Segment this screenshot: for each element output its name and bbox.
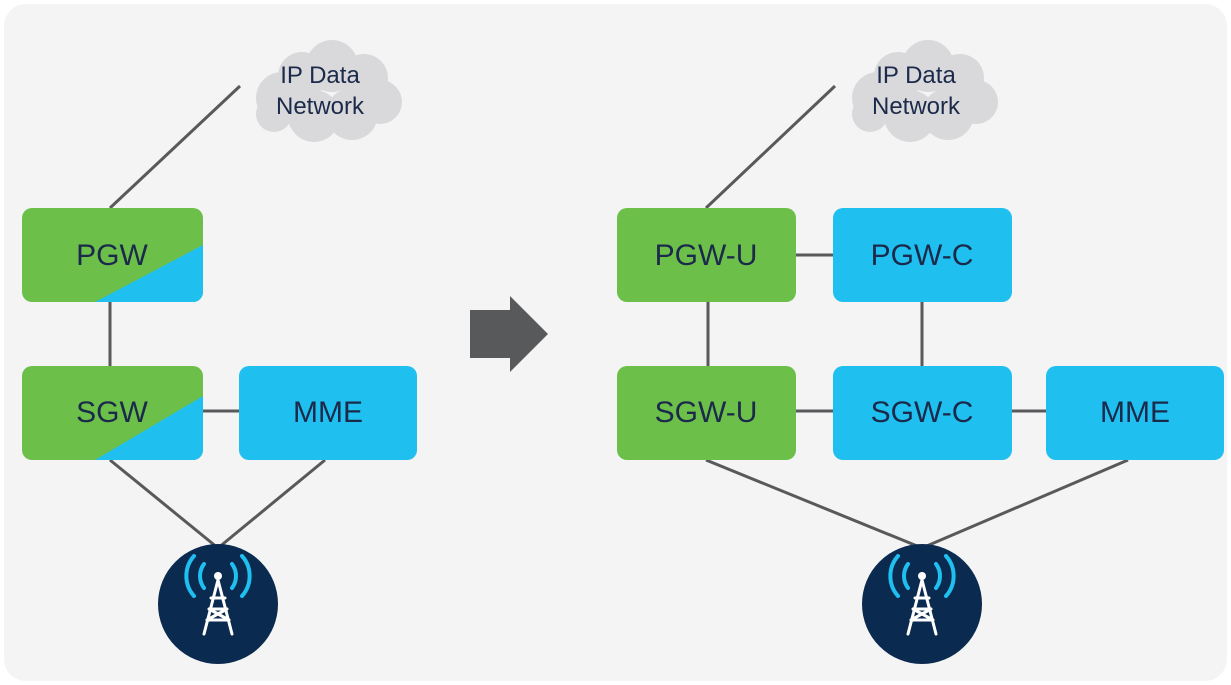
- sgw-label: SGW: [76, 396, 148, 429]
- mme-node: MME: [1046, 366, 1224, 460]
- pgw-u-node: PGW-U: [617, 208, 796, 302]
- line-sgwu-tower: [705, 458, 923, 550]
- cloud-label-line2: Network: [872, 93, 961, 120]
- mme-node: MME: [239, 366, 417, 460]
- mme-label: MME: [293, 396, 363, 429]
- sgw-node: SGW: [22, 366, 203, 460]
- cloud-label-line1: IP Data: [876, 62, 956, 89]
- line-mme-tower: [217, 458, 326, 550]
- cloud-label-line2: Network: [276, 93, 365, 120]
- arrow-right-icon: [470, 296, 548, 372]
- pgw-node: PGW: [22, 208, 203, 302]
- cloud-label-line1: IP Data: [280, 62, 360, 89]
- pgw-c-node: PGW-C: [833, 208, 1012, 302]
- pgw-c-label: PGW-C: [871, 239, 974, 272]
- mme-label: MME: [1100, 396, 1170, 429]
- right-diagram: IP Data Network PGW-U PGW-C SGW-U SGW-C …: [617, 40, 1224, 664]
- line-mme-tower: [921, 458, 1129, 550]
- background-panel: [4, 4, 1227, 681]
- cell-tower-icon: [158, 544, 278, 664]
- sgw-u-node: SGW-U: [617, 366, 796, 460]
- pgw-label: PGW: [76, 239, 148, 272]
- left-diagram: IP Data Network PGW SGW MME: [22, 40, 417, 664]
- sgw-c-label: SGW-C: [871, 396, 974, 429]
- line-pgwu-cloud: [704, 84, 837, 210]
- line-pgw-cloud: [108, 84, 242, 210]
- cell-tower-icon: [862, 544, 982, 664]
- line-sgw-tower: [109, 458, 219, 550]
- sgw-c-node: SGW-C: [833, 366, 1012, 460]
- sgw-u-label: SGW-U: [655, 396, 758, 429]
- pgw-u-label: PGW-U: [655, 239, 758, 272]
